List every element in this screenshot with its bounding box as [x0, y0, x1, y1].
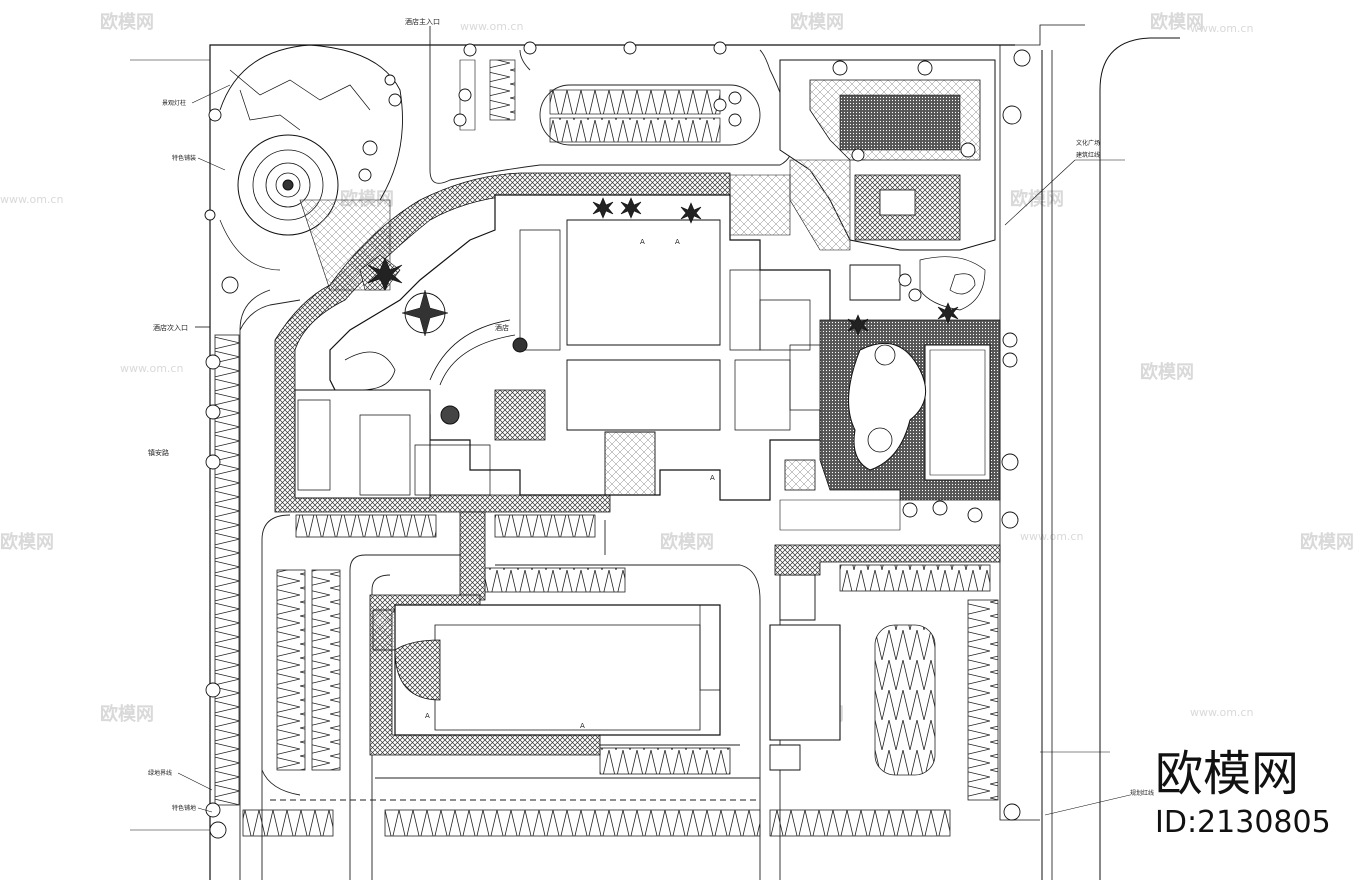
service-building [769, 544, 1001, 771]
tree-symbol-a3: A [580, 722, 585, 730]
svg-text:www.om.cn: www.om.cn [460, 20, 523, 33]
svg-text:欧模网: 欧模网 [1140, 361, 1194, 383]
svg-text:欧模网: 欧模网 [660, 531, 714, 553]
callout-right-top-2: 建筑红线 [1076, 151, 1100, 159]
brand-mark: 欧模网 ID:2130805 [1155, 746, 1331, 840]
svg-text:欧模网: 欧模网 [100, 11, 154, 33]
cultural-plaza [729, 59, 996, 251]
svg-text:www.om.cn: www.om.cn [1190, 22, 1253, 35]
svg-text:欧模网: 欧模网 [1150, 11, 1204, 33]
svg-text:欧模网: 欧模网 [790, 11, 844, 33]
main-entrance-label: 酒店主入口 [405, 17, 440, 26]
parking-lots [214, 59, 999, 837]
main-building [294, 194, 851, 501]
svg-text:欧模网: 欧模网 [100, 703, 154, 725]
watermark-layer: 欧模网 欧模网 欧模网 www.om.cn www.om.cn 欧模网 欧模网 … [0, 11, 1354, 725]
svg-text:欧模网: 欧模网 [1300, 531, 1354, 553]
callout-3: 绿地界线 [148, 769, 172, 777]
east-courtyard [779, 256, 1001, 531]
palm-trees [367, 197, 959, 336]
nw-circular-garden [219, 44, 476, 291]
brand-id: ID:2130805 [1155, 805, 1331, 840]
callout-right-bottom: 规划红线 [1130, 789, 1154, 797]
tree-symbol-a5: A [710, 474, 715, 482]
svg-text:欧模网: 欧模网 [1010, 188, 1064, 210]
conference-building [372, 604, 721, 736]
callout-right-top-1: 文化广场 [1076, 139, 1100, 147]
tree-symbol-a2: A [675, 238, 680, 246]
trees [204, 41, 1031, 839]
callout-1: 景观灯柱 [162, 99, 186, 107]
callout-2: 特色铺装 [172, 154, 196, 162]
tree-symbol-a4: A [425, 712, 430, 720]
hall-label: 酒店 [495, 323, 509, 332]
annotations: 酒店主入口 酒店次入口 镇安路 景观灯柱 特色铺装 绿地界线 特色铺地 文化广场… [148, 17, 1154, 816]
svg-text:www.om.cn: www.om.cn [120, 362, 183, 375]
svg-text:欧模网: 欧模网 [0, 531, 54, 553]
callout-4: 特色铺地 [172, 804, 196, 812]
svg-text:www.om.cn: www.om.cn [1190, 706, 1253, 719]
site-boundary [130, 24, 1180, 880]
left-road-label: 镇安路 [148, 448, 169, 457]
secondary-entrance-label: 酒店次入口 [153, 323, 188, 332]
brand-name: 欧模网 [1155, 746, 1299, 802]
svg-text:www.om.cn: www.om.cn [0, 193, 63, 206]
tree-symbol-a1: A [640, 238, 645, 246]
